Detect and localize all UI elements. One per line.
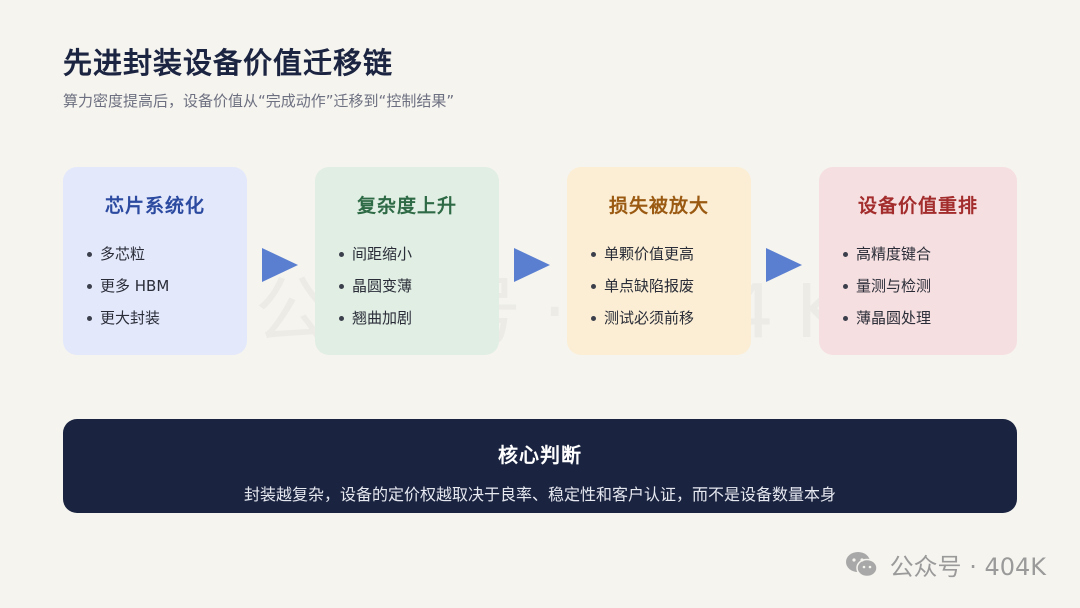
footer-label: 公众号 · 404K — [889, 553, 1046, 581]
card-complexity-rise: 复杂度上升 间距缩小 晶圆变薄 翘曲加剧 — [315, 167, 499, 355]
list-item: 测试必须前移 — [591, 302, 751, 334]
bullet-icon — [843, 283, 848, 289]
bullet-icon — [843, 251, 848, 257]
bullet-icon — [87, 283, 92, 289]
arrow-right-icon — [262, 248, 298, 282]
bullet-icon — [339, 283, 344, 289]
card-equipment-value-reorder: 设备价值重排 高精度键合 量测与检测 薄晶圆处理 — [819, 167, 1017, 355]
bullet-icon — [87, 315, 92, 321]
list-item: 晶圆变薄 — [339, 270, 499, 302]
bullet-icon — [87, 251, 92, 257]
card-loss-amplified: 损失被放大 单颗价值更高 单点缺陷报废 测试必须前移 — [567, 167, 751, 355]
conclusion-title: 核心判断 — [498, 443, 582, 467]
list-item: 更多 HBM — [87, 270, 247, 302]
page-title: 先进封装设备价值迁移链 — [63, 46, 394, 80]
list-item: 间距缩小 — [339, 238, 499, 270]
arrow-right-icon — [766, 248, 802, 282]
list-item: 高精度键合 — [843, 238, 1017, 270]
conclusion-text: 封装越复杂，设备的定价权越取决于良率、稳定性和客户认证，而不是设备数量本身 — [243, 485, 836, 504]
bullet-icon — [339, 315, 344, 321]
list-item: 薄晶圆处理 — [843, 302, 1017, 334]
page-subtitle: 算力密度提高后，设备价值从“完成动作”迁移到“控制结果” — [63, 92, 455, 110]
list-item: 单点缺陷报废 — [591, 270, 751, 302]
card-title: 损失被放大 — [608, 195, 709, 217]
list-item: 更大封装 — [87, 302, 247, 334]
list-item: 多芯粒 — [87, 238, 247, 270]
conclusion-panel: 核心判断 封装越复杂，设备的定价权越取决于良率、稳定性和客户认证，而不是设备数量… — [63, 419, 1017, 513]
bullet-icon — [339, 251, 344, 257]
bullet-icon — [591, 251, 596, 257]
card-title: 复杂度上升 — [356, 195, 457, 217]
footer-watermark: 公众号 · 404K — [844, 547, 1046, 582]
arrow-right-icon — [514, 248, 550, 282]
bullet-icon — [843, 315, 848, 321]
card-title: 芯片系统化 — [104, 195, 205, 217]
list-item: 单颗价值更高 — [591, 238, 751, 270]
bullet-icon — [591, 315, 596, 321]
list-item: 量测与检测 — [843, 270, 1017, 302]
list-item: 翘曲加剧 — [339, 302, 499, 334]
card-chip-systemization: 芯片系统化 多芯粒 更多 HBM 更大封装 — [63, 167, 247, 355]
wechat-icon — [845, 551, 878, 577]
card-title: 设备价值重排 — [857, 195, 978, 217]
bullet-icon — [591, 283, 596, 289]
